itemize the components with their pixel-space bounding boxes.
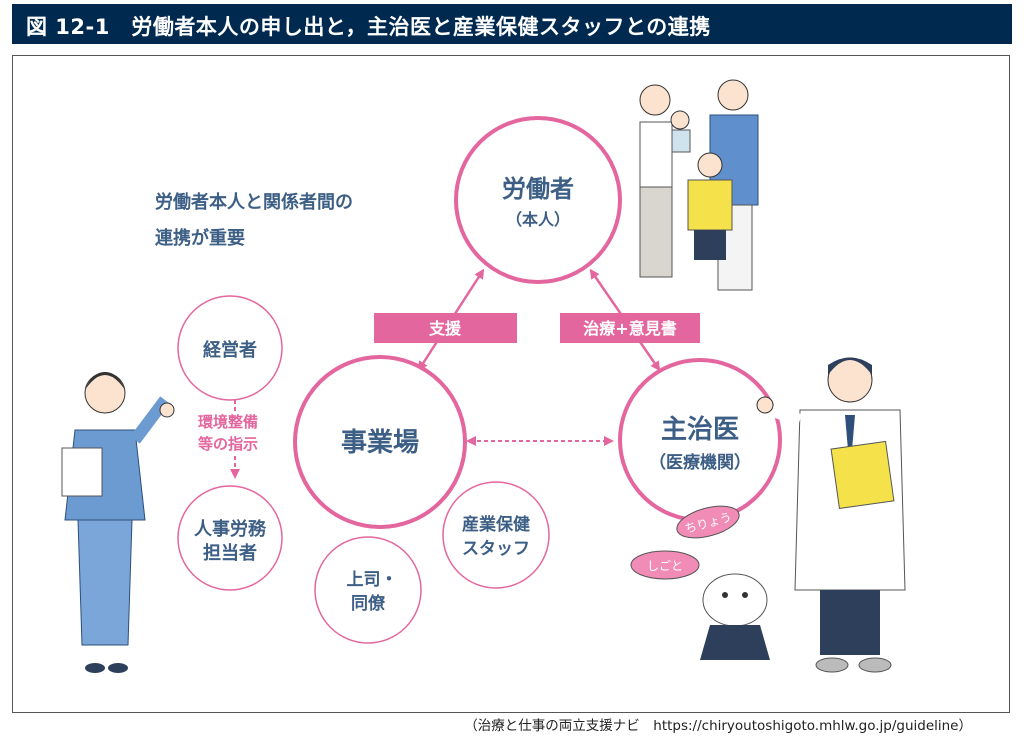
management-label: 経営者 bbox=[203, 339, 257, 361]
figure-header: 図 12-1 労働者本人の申し出と，主治医と産業保健スタッフとの連携 bbox=[12, 4, 1012, 44]
worker-node bbox=[454, 116, 622, 284]
diagram-frame bbox=[12, 55, 1010, 713]
businesswoman-illustration bbox=[61, 372, 175, 673]
treatment-label: 治療+意見書 bbox=[583, 319, 676, 338]
hr-node bbox=[177, 485, 283, 591]
boss-label: 上司・ bbox=[347, 570, 398, 590]
mascot-ear-text-2: しごと bbox=[647, 558, 683, 573]
instruction-label-2: 等の指示 bbox=[198, 433, 259, 454]
ohs-label: 産業保健 bbox=[462, 514, 530, 535]
hr-label: 人事労務 bbox=[194, 518, 267, 540]
management-node bbox=[177, 295, 283, 401]
boss-label-2: 同僚 bbox=[351, 593, 386, 614]
workplace-label: 事業場 bbox=[341, 428, 419, 458]
family-illustration bbox=[639, 79, 759, 291]
figure-title: 図 12-1 労働者本人の申し出と，主治医と産業保健スタッフとの連携 bbox=[26, 15, 711, 39]
ohs-label-2: スタッフ bbox=[462, 539, 530, 559]
lead-text-line-2: 連携が重要 bbox=[155, 228, 245, 249]
hr-label-2: 担当者 bbox=[203, 542, 257, 564]
support-label-box bbox=[374, 313, 517, 343]
workplace-node bbox=[293, 355, 467, 529]
worker-label: 労働者 bbox=[502, 175, 574, 203]
ohs-node bbox=[442, 481, 550, 589]
support-label: 支援 bbox=[428, 319, 462, 338]
doctor-label: 主治医 bbox=[661, 415, 739, 445]
source-footer: （治療と仕事の両立支援ナビ https://chiryoutoshigoto.m… bbox=[464, 718, 972, 734]
doctor-sublabel: （医療機関） bbox=[649, 452, 751, 473]
lead-text-line-1: 労働者本人と関係者間の bbox=[155, 192, 353, 213]
rabbit-mascot-illustration: ちりょう しごと bbox=[630, 505, 770, 660]
boss-node bbox=[314, 536, 422, 644]
instruction-label-1: 環境整備 bbox=[198, 411, 259, 432]
treatment-label-box bbox=[560, 313, 700, 343]
doctor-illustration bbox=[756, 357, 906, 673]
worker-sublabel: （本人） bbox=[506, 210, 570, 229]
